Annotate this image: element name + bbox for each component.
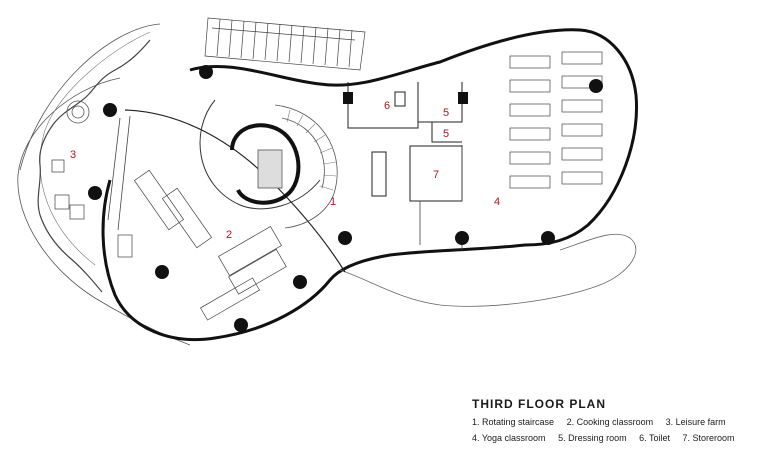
legend-row: 1. Rotating staircase 2. Cooking classro…: [472, 417, 736, 427]
room-number: 5: [443, 107, 449, 119]
legend-row: 4. Yoga classroom 5. Dressing room 6. To…: [472, 433, 745, 443]
cooking-partition: [107, 115, 131, 231]
service-rooms: [347, 82, 463, 202]
room-number: 5: [443, 128, 449, 140]
room-number: 2: [226, 229, 232, 241]
yoga-divider: [419, 145, 463, 250]
leisure-farm-furniture: [51, 100, 90, 220]
rotating-staircase: [199, 99, 338, 229]
legend-item: 5. Dressing room: [558, 433, 627, 443]
building-outline: [101, 28, 639, 342]
lower-terrace-outline: [339, 233, 637, 307]
room-number: 4: [494, 196, 500, 208]
legend-item: 3. Leisure farm: [665, 417, 726, 427]
legend-item: 6. Toilet: [639, 433, 670, 443]
room-number: 3: [70, 149, 76, 161]
room-number: 6: [384, 100, 390, 112]
room-number: 7: [433, 169, 439, 181]
room-number: 1: [330, 196, 336, 208]
plan-title: THIRD FLOOR PLAN: [472, 397, 606, 411]
legend-item: 4. Yoga classroom: [472, 433, 546, 443]
cooking-wall: [124, 109, 346, 273]
external-stair: [204, 17, 366, 71]
legend-item: 2. Cooking classroom: [566, 417, 654, 427]
yoga-mats: [509, 51, 603, 189]
column: [343, 92, 353, 104]
column: [458, 92, 468, 104]
cooking-tables: [117, 169, 287, 321]
terrace-outline: [17, 23, 191, 346]
legend-item: 7. Storeroom: [682, 433, 735, 443]
terrace-outline-inner: [39, 31, 151, 266]
leisure-farm-wave: [37, 39, 151, 293]
structural-columns: [88, 65, 603, 332]
legend-item: 1. Rotating staircase: [472, 417, 555, 427]
